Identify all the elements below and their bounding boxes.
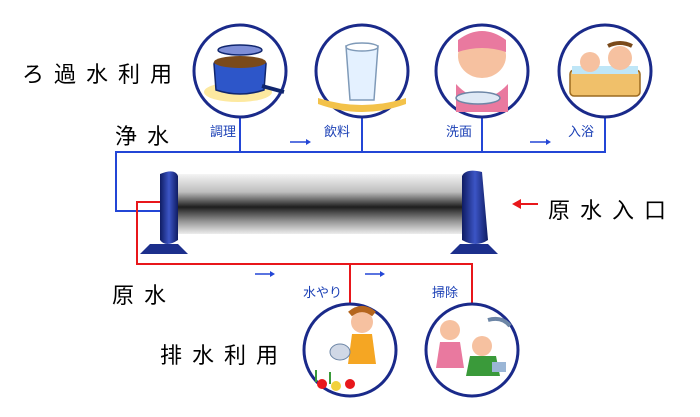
water-glass-icon — [314, 23, 410, 119]
clean-line-top — [240, 118, 606, 153]
clean-line-main — [115, 118, 241, 212]
left-foot — [140, 244, 188, 254]
raw-inlet-arrowhead — [512, 199, 521, 209]
clean-water-lines — [115, 118, 606, 212]
use-label-watering: 水やり — [303, 286, 343, 301]
drain-use-title: 排水利用 — [160, 344, 289, 369]
face-washing-icon — [434, 23, 530, 119]
cooking-pot-icon — [192, 23, 288, 119]
flow-arrows — [255, 139, 551, 277]
raw-water-lines — [136, 199, 538, 305]
watering-plants-icon — [302, 302, 398, 398]
filter-cylinder — [140, 170, 498, 254]
use-circles-bottom — [302, 302, 520, 398]
raw-water-inlet-label: 原水入口 — [548, 199, 677, 224]
use-label-drinking: 飲料 — [324, 125, 351, 140]
bathing-icon — [557, 23, 653, 119]
use-label-bathing: 入浴 — [568, 125, 595, 140]
use-label-cooking: 調理 — [210, 125, 237, 140]
right-foot — [450, 244, 498, 254]
filtered-use-title: ろ過水利用 — [22, 63, 183, 88]
use-label-face-washing: 洗面 — [446, 125, 473, 140]
left-end-cap — [160, 171, 178, 244]
use-circles-top — [192, 23, 653, 119]
cleaning-icon — [424, 302, 520, 398]
right-end-cap — [462, 170, 488, 244]
filter-tube — [172, 174, 468, 234]
raw-water-label: 原水 — [112, 284, 177, 309]
clean-water-label: 浄水 — [115, 125, 180, 150]
use-label-cleaning: 掃除 — [432, 286, 459, 301]
raw-line-main — [136, 201, 473, 305]
